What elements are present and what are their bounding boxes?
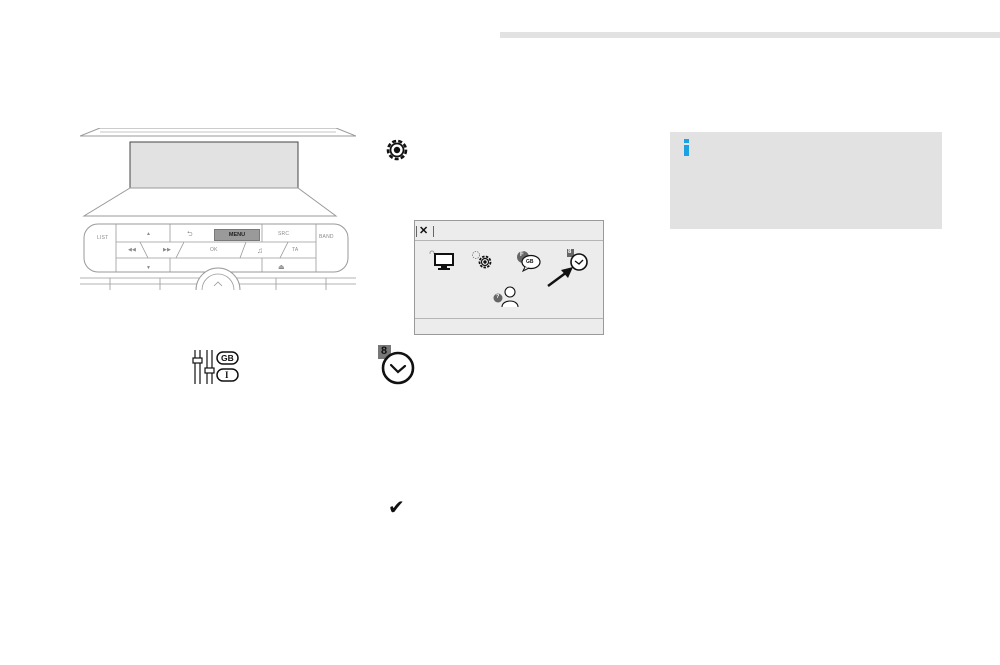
radio-panel-illustration <box>80 128 356 290</box>
clock-icon: 8 <box>378 345 420 385</box>
profile-badge: ? <box>496 294 500 300</box>
eject-button[interactable]: ⏏ <box>278 264 285 271</box>
chat-badge: F <box>520 252 524 258</box>
screen-divider-top <box>415 240 603 241</box>
language-chat-icon[interactable]: F GB <box>515 249 545 273</box>
user-profile-drawing <box>493 286 519 308</box>
clock-large-badge: 8 <box>381 345 388 357</box>
settings-gear-icon[interactable] <box>471 250 495 270</box>
clock-badge-icon[interactable]: 8 <box>566 248 592 272</box>
rewind-button[interactable]: ◀◀ <box>128 247 137 253</box>
chat-label: GB <box>526 259 534 265</box>
header-rule <box>500 32 1000 38</box>
language-bottom-label: I <box>225 370 229 380</box>
brightness-screen-icon[interactable] <box>429 249 457 271</box>
check-icon: ✔ <box>388 495 405 519</box>
up-button[interactable]: ▲ <box>146 231 152 237</box>
music-button[interactable]: ♫ <box>257 246 264 255</box>
info-icon <box>683 139 691 157</box>
forward-button[interactable]: ▶▶ <box>163 247 172 253</box>
ok-button[interactable]: OK <box>210 247 218 253</box>
list-button[interactable]: LIST <box>97 235 109 241</box>
ta-button[interactable]: TA <box>292 247 299 253</box>
close-icon[interactable]: ✕ <box>415 225 435 237</box>
clock-large-drawing <box>378 345 415 385</box>
pointer-arrow-icon <box>547 267 573 287</box>
equaliser-sliders-drawing <box>192 350 239 384</box>
menu-button[interactable]: MENU <box>214 229 260 241</box>
equaliser-language-icon: GB I <box>192 349 240 385</box>
info-box <box>670 132 942 229</box>
src-button[interactable]: SRC <box>278 231 290 237</box>
clock-badge: 8 <box>568 249 572 255</box>
user-profile-icon[interactable]: ? <box>493 285 521 309</box>
chat-bubbles-drawing <box>517 251 541 273</box>
back-button[interactable]: ⮌ <box>187 231 193 238</box>
clock-drawing <box>567 249 588 271</box>
language-top-label: GB <box>221 353 234 363</box>
settings-screen-mockup: ✕ F GB 8 <box>414 220 604 335</box>
screen-divider-bottom <box>415 318 603 319</box>
down-button[interactable]: ▼ <box>146 265 152 271</box>
radio-panel-drawing <box>80 128 356 290</box>
band-button[interactable]: BAND <box>319 234 334 240</box>
gear-icon <box>386 139 408 161</box>
